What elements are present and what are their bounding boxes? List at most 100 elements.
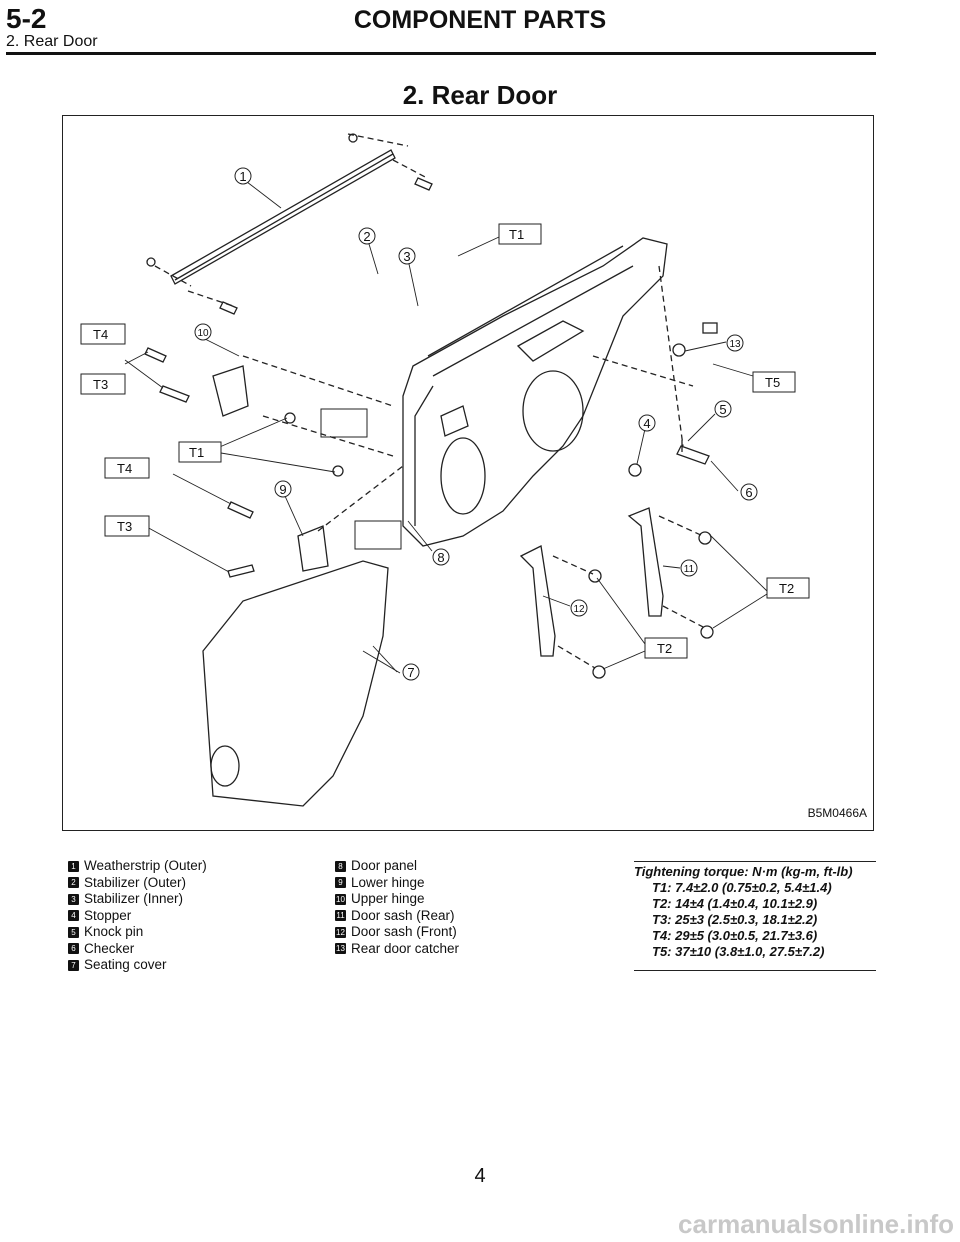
svg-text:2: 2 [363,229,370,244]
torque-line-t2: T2: 14±4 (1.4±0.4, 10.1±2.9) [652,896,818,911]
svg-text:1: 1 [239,169,246,184]
legend-item: 1 Weatherstrip (Outer) [68,858,207,875]
svg-text:T5: T5 [765,375,780,390]
svg-text:10: 10 [197,328,209,339]
legend-number: 9 [335,877,346,889]
subsection-label: 2. Rear Door [6,33,98,50]
legend-item: 7 Seating cover [68,957,207,974]
callout-3: 3 [398,247,416,265]
diagram-drawing: 1 2 3 4 5 6 7 8 9 10 11 12 13 T1 T4 T3 T… [80,133,810,807]
svg-text:T4: T4 [93,327,108,342]
svg-text:5: 5 [719,402,726,417]
torque-line-t3: T3: 25±3 (2.5±0.3, 18.1±2.2) [652,912,818,927]
callout-4: 4 [638,414,656,432]
legend-item: 8 Door panel [335,858,459,875]
legend-label: Stopper [84,907,132,923]
weatherstrip-shape [170,149,396,285]
legend-item: 3 Stabilizer (Inner) [68,891,207,908]
svg-text:11: 11 [684,564,695,575]
svg-text:T1: T1 [509,227,524,242]
callout-12: 12 [570,599,588,617]
legend-number: 2 [68,877,79,889]
torque-tag-t2-right: T2 [766,577,810,599]
page-title: 2. Rear Door [402,80,558,110]
svg-text:T3: T3 [117,519,132,534]
watermark: carmanualsonline.info [678,1209,954,1239]
section-code: 5-2 [6,3,47,34]
legend-number: 4 [68,910,79,922]
legend-label: Stabilizer (Inner) [84,891,184,906]
legend-left: 1 Weatherstrip (Outer) 2 Stabilizer (Outer… [68,858,207,974]
callout-1: 1 [234,167,252,185]
torque-tag-t4-top: T4 [80,323,126,345]
legend-item: 4 Stopper [68,908,207,925]
svg-text:T4: T4 [117,461,132,476]
legend-number: 3 [68,893,79,905]
callout-5: 5 [714,400,732,418]
torque-tag-t1-mid: T1 [178,441,222,463]
legend-item: 2 Stabilizer (Outer) [68,875,207,892]
legend-number: 7 [68,959,79,971]
legend-number: 6 [68,943,79,955]
svg-text:T2: T2 [657,641,672,656]
legend-label: Door panel [351,858,418,873]
sash-front-shape [519,545,556,657]
legend-number: 8 [335,860,346,872]
legend-label: Upper hinge [351,891,425,906]
svg-text:T2: T2 [779,581,794,596]
legend-item: 11 Door sash (Rear) [335,908,459,925]
section-title: COMPONENT PARTS [353,6,607,34]
svg-text:T3: T3 [93,377,108,392]
svg-text:4: 4 [643,416,650,431]
callout-11: 11 [680,559,698,577]
torque-tag-t5: T5 [752,371,796,393]
legend-label: Door sash (Rear) [351,907,455,923]
torque-tag-t3-mid: T3 [104,515,150,537]
legend-number: 1 [68,860,79,872]
torque-line-t1: T1: 7.4±2.0 (0.75±0.2, 5.4±1.4) [652,880,832,895]
torque-line-t5: T5: 37±10 (3.8±1.0, 27.5±7.2) [652,944,825,959]
callout-7: 7 [402,663,420,681]
legend-number: 10 [335,893,346,905]
legend-label: Seating cover [84,957,167,972]
page-number: 4 [474,1165,486,1187]
svg-text:3: 3 [403,249,410,264]
svg-text:8: 8 [437,550,444,565]
callout-2: 2 [358,227,376,245]
torque-spec-box: Tightening torque: N·m (kg-m, ft-lb) T1:… [634,861,876,971]
legend-number: 12 [335,926,346,938]
callout-8: 8 [432,548,450,566]
legend-number: 5 [68,926,79,938]
seating-cover-shape [202,560,389,807]
legend-number: 11 [335,910,346,922]
svg-text:6: 6 [745,485,752,500]
torque-tag-t1-top: T1 [498,223,542,245]
figure-id: B5M0466A [807,806,867,820]
legend-item: 12 Door sash (Front) [335,924,459,941]
torque-tag-t3-top: T3 [80,373,126,395]
legend-item: 5 Knock pin [68,924,207,941]
callout-10: 10 [194,323,212,341]
svg-text:9: 9 [279,482,286,497]
torque-tag-t4-mid: T4 [104,457,150,479]
svg-text:12: 12 [573,604,585,615]
legend-item: 6 Checker [68,941,207,958]
callout-6: 6 [740,483,758,501]
legend-label: Rear door catcher [351,940,460,956]
torque-line-t4: T4: 29±5 (3.0±0.5, 21.7±3.6) [652,928,818,943]
legend-label: Weatherstrip (Outer) [84,858,207,873]
torque-heading: Tightening torque: N·m (kg-m, ft-lb) [634,864,853,879]
legend-label: Knock pin [84,924,144,939]
legend-label: Door sash (Front) [351,924,457,939]
exploded-diagram: 1 2 3 4 5 6 7 8 9 10 11 12 13 T1 T4 T3 T… [62,115,874,831]
svg-text:7: 7 [407,665,414,680]
legend-label: Stabilizer (Outer) [84,874,187,890]
legend-item: 10 Upper hinge [335,891,459,908]
sash-rear-shape [627,507,664,617]
svg-text:13: 13 [729,339,741,350]
legend-label: Checker [84,940,135,956]
callout-13: 13 [726,334,744,352]
